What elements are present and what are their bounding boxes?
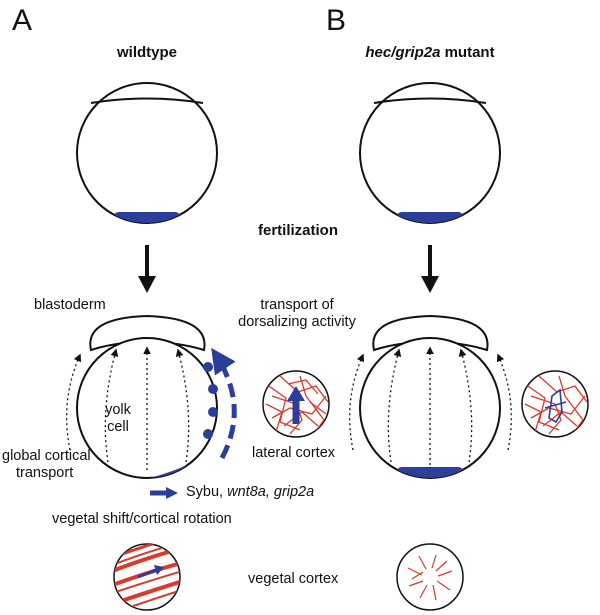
panel-a-letter: A [12,4,33,37]
panel-a-title: wildtype [116,44,177,61]
label-global-line2: transport [16,464,74,481]
vegetal-cortex-inset-wildtype [113,543,181,611]
label-transport: transport of dorsalizing activity [222,297,372,330]
fertilization-arrow-b [421,245,439,293]
label-yolk-cell: yolk cell [98,402,138,435]
label-global-line1: global cortical [2,448,91,464]
label-vegetal-cortex: vegetal cortex [248,571,339,587]
stage-label-fertilization: fertilization [257,222,338,239]
dorsalizing-transport-arrow [211,347,237,460]
wildtype-egg-before-fertilization [76,82,218,224]
label-blastoderm: blastoderm [34,297,106,313]
label-transport-line1: transport of [260,297,334,313]
vegetal-cortex-inset-mutant [396,543,464,611]
panel-b-title: hec/grip2a mutant [350,44,510,61]
label-transport-line2: dorsalizing activity [238,313,356,330]
label-global-cortical-transport: global cortical transport [2,448,91,481]
mutant-embryo [349,314,512,479]
label-yolk-line1: yolk [105,402,131,418]
panel-b-letter: B [326,4,347,37]
mutant-egg-before-fertilization [359,82,501,224]
lateral-cortex-inset-wildtype [262,370,330,438]
label-vegetal-shift: vegetal shift/cortical rotation [52,511,232,527]
label-sybu-prefix: Sybu, [186,484,224,500]
panel-b-title-genotype: hec/grip2a [365,44,441,61]
label-yolk-line2: cell [107,418,129,435]
fertilization-arrow-a [138,245,156,293]
lateral-cortex-inset-mutant [521,370,589,438]
panel-b-title-suffix: mutant [444,44,495,61]
wildtype-embryo [66,314,237,499]
label-sybu: Sybu, wnt8a, grip2a [186,484,314,501]
label-lateral-cortex: lateral cortex [252,445,336,461]
label-sybu-genes: wnt8a, grip2a [227,484,315,500]
